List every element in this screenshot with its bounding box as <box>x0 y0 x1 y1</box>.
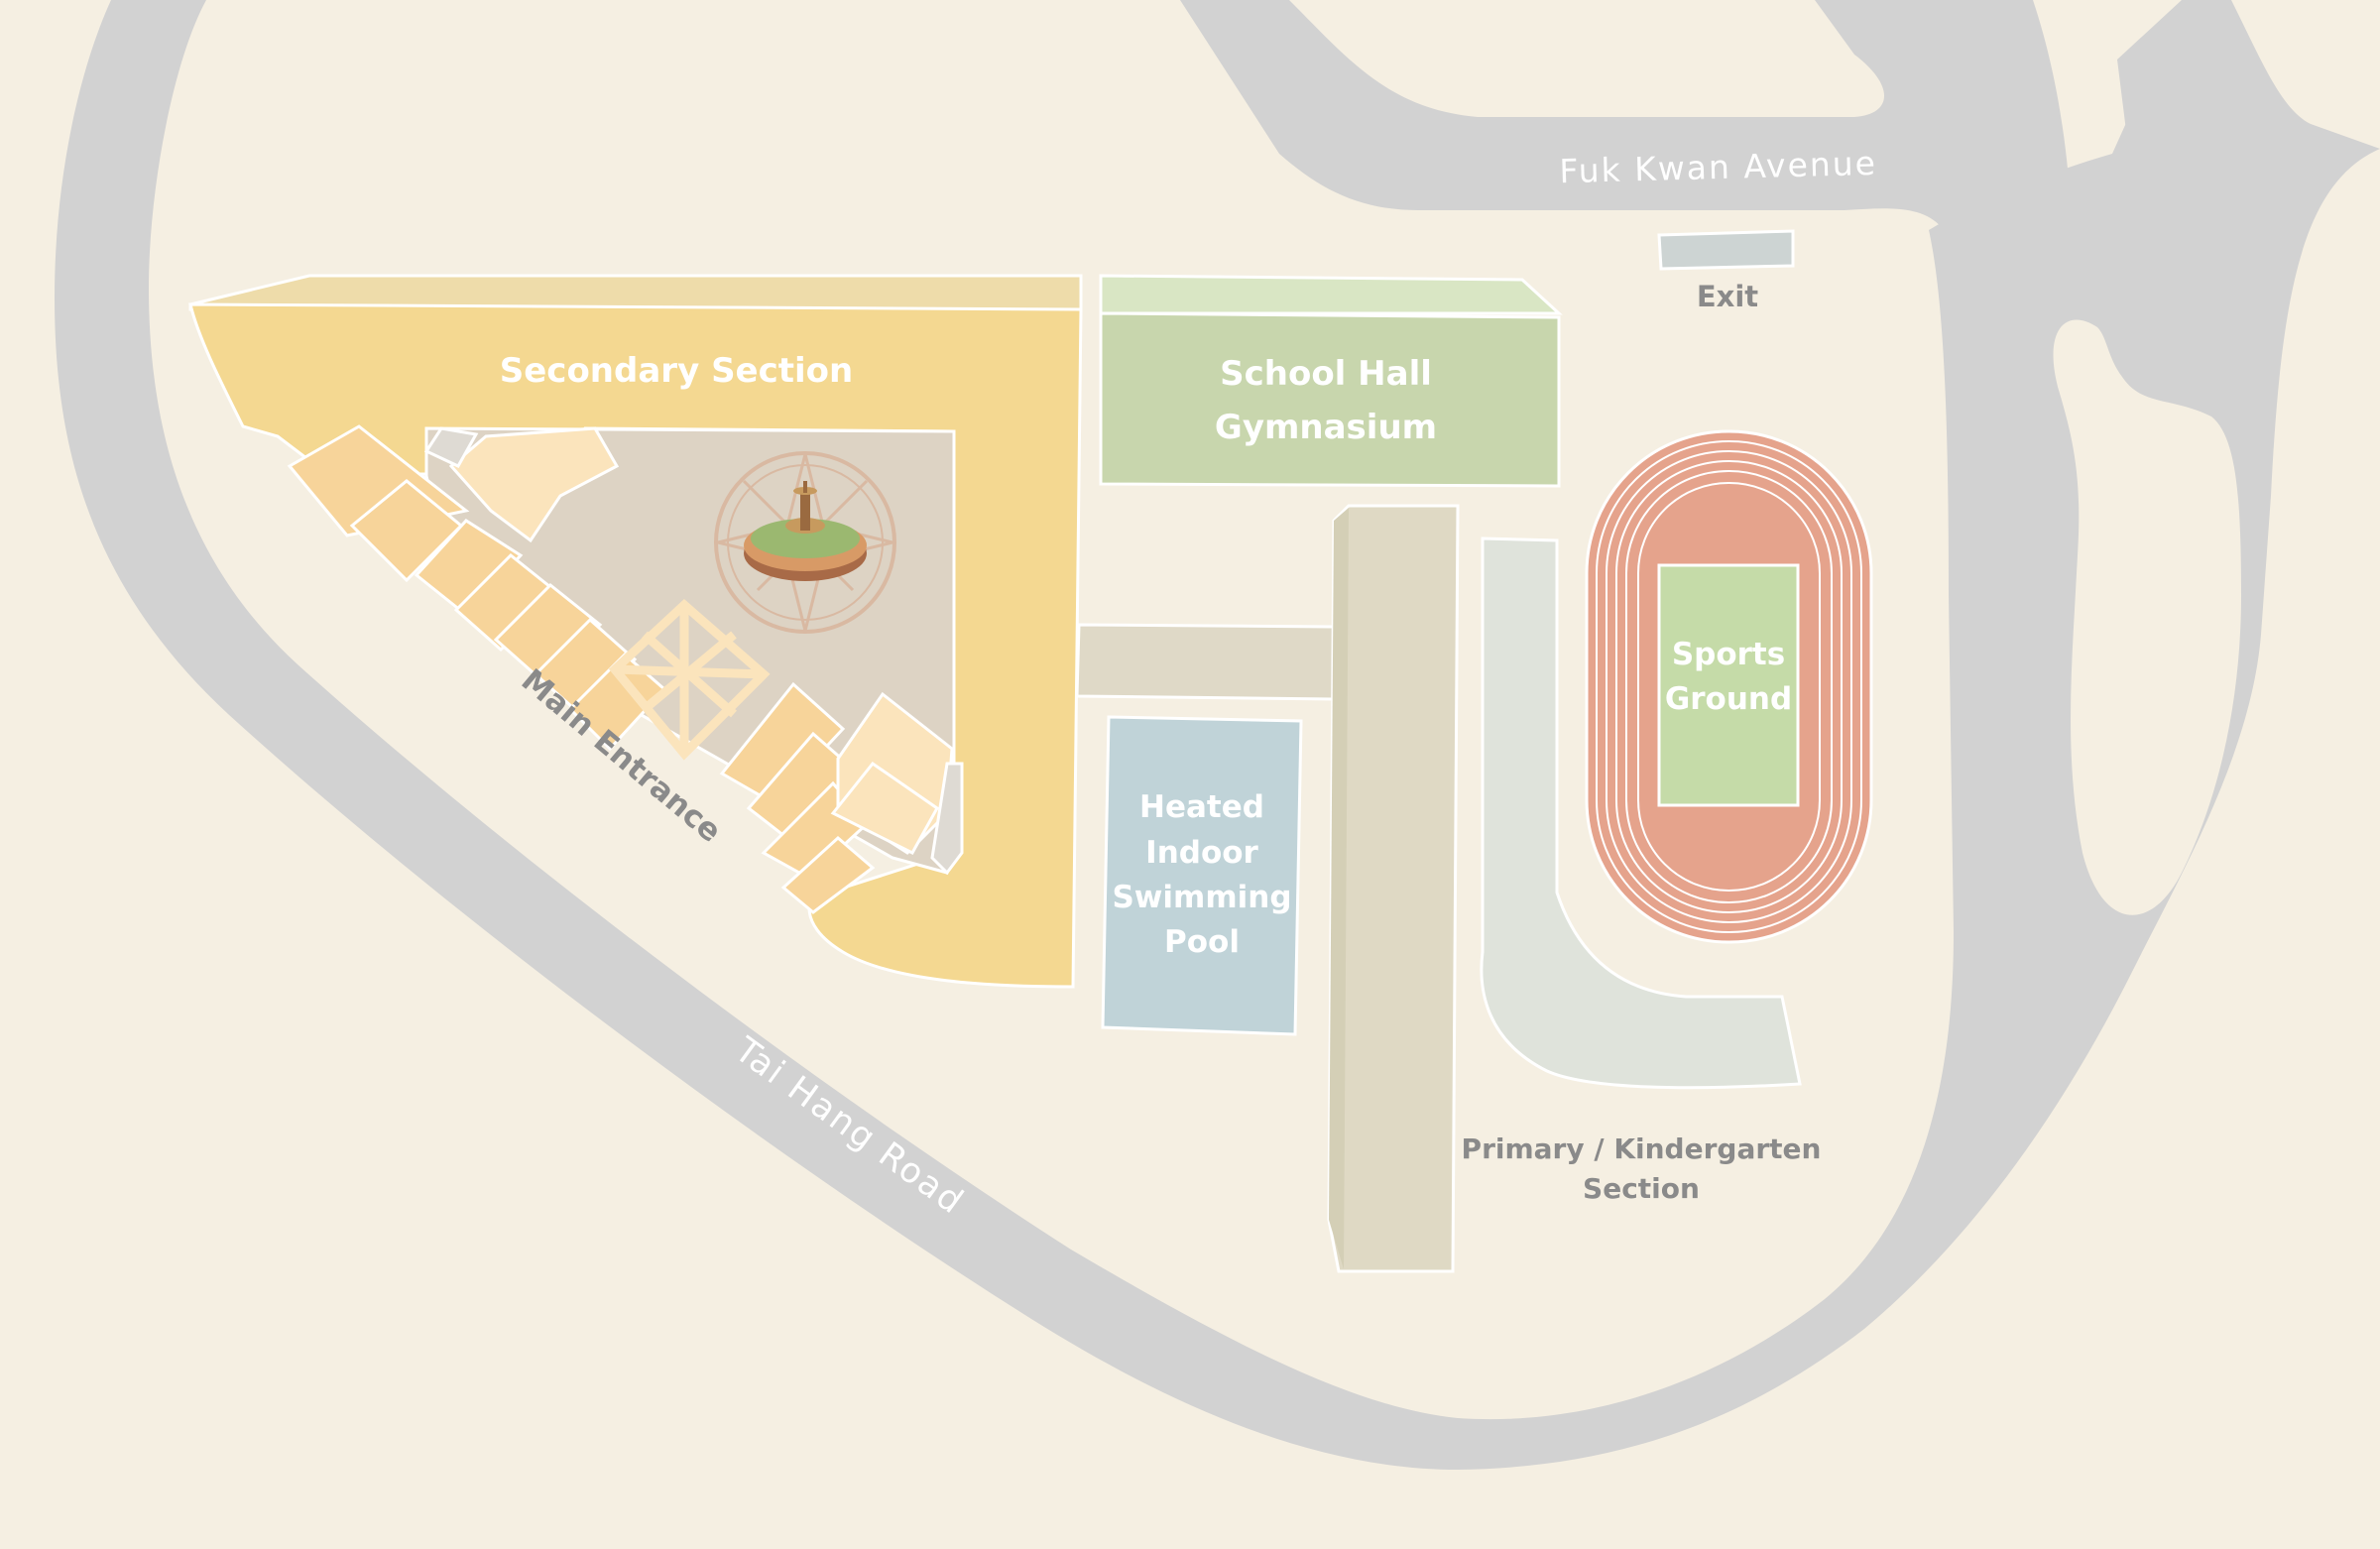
secondary-section-label: Secondary Section <box>500 351 854 391</box>
fuk-kwan-avenue <box>1180 0 2221 230</box>
sports-ground <box>1585 429 1873 944</box>
road-island <box>2053 319 2241 915</box>
secondary-section <box>188 274 1083 989</box>
exit-gate <box>1657 229 1795 271</box>
road-corner <box>2192 0 2380 149</box>
school-hall-label: School Hall <box>1220 354 1432 394</box>
entrance-gate <box>608 598 771 761</box>
roads <box>55 0 2380 1470</box>
corridor-vertical-shade <box>1329 508 1349 1269</box>
classroom-block <box>423 426 479 468</box>
school-hall-top-band <box>1099 274 1563 315</box>
classroom-block <box>533 617 638 717</box>
classroom-block <box>930 762 964 876</box>
classroom-block <box>830 761 939 855</box>
classroom-block <box>414 519 524 618</box>
track-lane <box>1606 450 1852 923</box>
classroom-block <box>719 681 846 805</box>
gymnasium-label: Gymnasium <box>1215 408 1437 447</box>
classroom-block <box>780 835 876 914</box>
track-lane <box>1615 460 1843 913</box>
pool-label-line4: Pool <box>1164 924 1240 960</box>
school-hall-building <box>1099 311 1561 488</box>
classroom-block <box>448 426 620 543</box>
pool-label-line3: Swimming <box>1112 880 1291 915</box>
pool-label-line2: Indoor <box>1145 835 1258 871</box>
exit-label: Exit <box>1697 280 1758 313</box>
track-lane <box>1625 470 1833 903</box>
swimming-pool <box>1101 715 1303 1036</box>
corridor-vertical <box>1327 504 1460 1273</box>
school-hall <box>1099 274 1563 488</box>
corridor-horizontal <box>1075 623 1336 701</box>
primary-section-label-line2: Section <box>1583 1172 1700 1205</box>
track-lane <box>1596 440 1862 933</box>
pool-label-line1: Heated <box>1139 789 1264 825</box>
classroom-block <box>493 582 603 682</box>
fuk-kwan-avenue-label: Fuk Kwan Avenue <box>1559 144 1877 190</box>
fountain-icon <box>714 451 896 634</box>
sports-ground-label-line1: Sports <box>1672 637 1785 672</box>
sports-ground-label-line2: Ground <box>1665 681 1792 717</box>
sports-field <box>1657 563 1800 807</box>
primary-section-label-line1: Primary / Kindergarten <box>1462 1132 1822 1165</box>
track-lane <box>1637 482 1821 892</box>
primary-kindergarten-building <box>1480 536 1802 1090</box>
